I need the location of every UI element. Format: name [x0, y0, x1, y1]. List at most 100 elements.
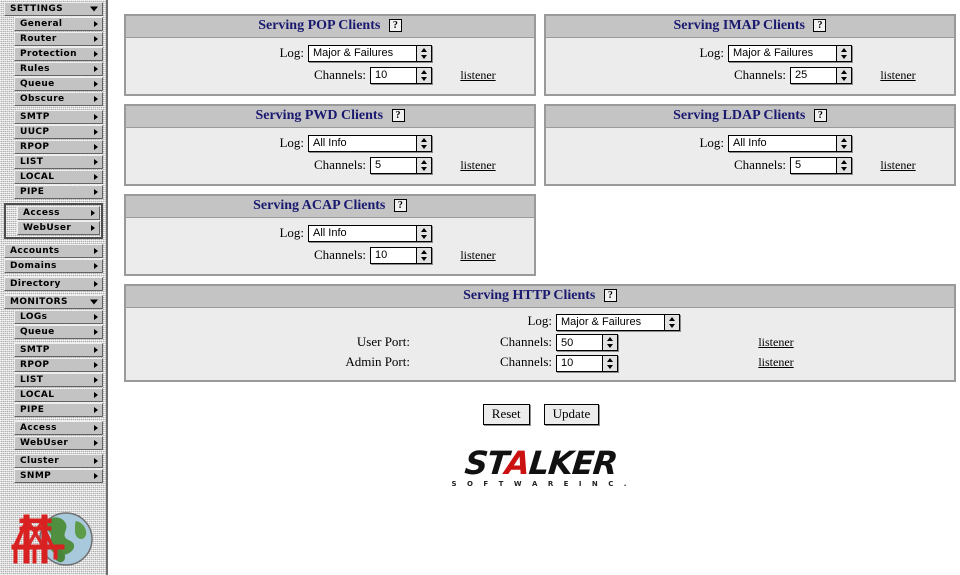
sidebar-item-general[interactable]: General: [14, 17, 103, 31]
sidebar-item-label: SMTP: [20, 345, 50, 355]
imap-log-value: Major & Failures: [733, 47, 814, 59]
sidebar-item-rules[interactable]: Rules: [14, 62, 103, 76]
panel-http-body: Log: Major & Failures User Port: Channel…: [126, 308, 954, 380]
sidebar-item-smtp[interactable]: SMTP: [14, 110, 103, 124]
sidebar-item-local[interactable]: LOCAL: [14, 388, 103, 402]
update-button[interactable]: Update: [543, 403, 600, 425]
sidebar-item-snmp[interactable]: SNMP: [14, 469, 103, 483]
acap-listener-link[interactable]: listener: [460, 248, 496, 262]
acap-log-select[interactable]: All Info: [308, 224, 432, 242]
stalker-software-logo: STALKER S O F T W A R E I N C .: [124, 443, 958, 488]
sidebar-item-logs[interactable]: LOGs: [14, 310, 103, 324]
sidebar-item-access[interactable]: Access: [17, 206, 100, 220]
ldap-listener-link[interactable]: listener: [880, 158, 916, 172]
chevron-updown-icon: [416, 225, 431, 241]
panel-imap-title: Serving IMAP Clients: [673, 18, 805, 33]
sidebar-item-settings[interactable]: SETTINGS: [4, 2, 103, 16]
chevron-right-icon: [94, 377, 98, 383]
http-user-channels-label: Channels:: [500, 333, 552, 349]
help-icon[interactable]: ?: [813, 19, 827, 33]
help-icon[interactable]: ?: [813, 109, 827, 123]
sidebar-item-label: MONITORS: [10, 297, 68, 307]
pwd-listener-link[interactable]: listener: [460, 158, 496, 172]
panel-imap-header: Serving IMAP Clients ?: [546, 16, 954, 38]
help-icon[interactable]: ?: [391, 109, 405, 123]
sidebar-item-webuser[interactable]: WebUser: [14, 436, 103, 450]
panel-pop: Serving POP Clients ? Log: Major & Failu…: [124, 14, 536, 96]
chevron-right-icon: [94, 458, 98, 464]
help-icon[interactable]: ?: [393, 199, 407, 213]
acap-channels-select[interactable]: 10: [370, 246, 432, 264]
pwd-log-row: Log: All Info: [136, 132, 524, 154]
sidebar-item-access[interactable]: Access: [14, 421, 103, 435]
panel-ldap-header: Serving LDAP Clients ?: [546, 106, 954, 128]
imap-channels-select[interactable]: 25: [790, 66, 852, 84]
sidebar-item-rpop[interactable]: RPOP: [14, 358, 103, 372]
pop-channels-value: 10: [375, 69, 388, 81]
sidebar-item-queue[interactable]: Queue: [14, 325, 103, 339]
ldap-channels-select[interactable]: 5: [790, 156, 852, 174]
sidebar-item-smtp[interactable]: SMTP: [14, 343, 103, 357]
imap-channels-row: Channels: 25 listener: [556, 64, 944, 86]
chevron-right-icon: [94, 159, 98, 165]
http-admin-listener-link[interactable]: listener: [758, 355, 794, 370]
imap-channels-value: 25: [795, 69, 808, 81]
pwd-log-select[interactable]: All Info: [308, 134, 432, 152]
sidebar-item-queue[interactable]: Queue: [14, 77, 103, 91]
chevron-right-icon: [94, 473, 98, 479]
sidebar-item-directory[interactable]: Directory: [4, 277, 103, 291]
sidebar-item-router[interactable]: Router: [14, 32, 103, 46]
chevron-right-icon: [94, 281, 98, 287]
chevron-right-icon: [94, 347, 98, 353]
sidebar-item-protection[interactable]: Protection: [14, 47, 103, 61]
http-log-select[interactable]: Major & Failures: [556, 313, 680, 331]
pwd-channels-select[interactable]: 5: [370, 156, 432, 174]
http-admin-channels-select[interactable]: 10: [556, 354, 618, 372]
sidebar-item-domains[interactable]: Domains: [4, 259, 103, 273]
http-user-channels-select[interactable]: 50: [556, 334, 618, 351]
pop-listener-link[interactable]: listener: [460, 68, 496, 82]
panel-acap-header: Serving ACAP Clients ?: [126, 196, 534, 218]
sidebar-item-pipe[interactable]: PIPE: [14, 185, 103, 199]
reset-button[interactable]: Reset: [482, 403, 530, 425]
sidebar-item-uucp[interactable]: UUCP: [14, 125, 103, 139]
chevron-right-icon: [94, 114, 98, 120]
sidebar-item-webuser[interactable]: WebUser: [17, 221, 100, 235]
ldap-channels-label: Channels:: [734, 157, 786, 172]
http-user-listener-link[interactable]: listener: [758, 334, 794, 349]
sidebar-item-cluster[interactable]: Cluster: [14, 454, 103, 468]
http-log-cell: Major & Failures: [556, 312, 706, 331]
acap-log-value: All Info: [313, 227, 347, 239]
sidebar-item-label: SNMP: [20, 471, 52, 481]
stalker-word-part2: LKER: [527, 443, 619, 482]
sidebar-item-local[interactable]: LOCAL: [14, 170, 103, 184]
sidebar-item-accounts[interactable]: Accounts: [4, 244, 103, 258]
chevron-right-icon: [94, 51, 98, 57]
pop-channels-select[interactable]: 10: [370, 66, 432, 84]
ldap-log-select[interactable]: All Info: [728, 134, 852, 152]
pop-log-select[interactable]: Major & Failures: [308, 44, 432, 62]
sidebar-item-monitors[interactable]: MONITORS: [4, 295, 103, 309]
sidebar-item-rpop[interactable]: RPOP: [14, 140, 103, 154]
pwd-channels-value: 5: [375, 159, 382, 171]
chevron-updown-icon: [836, 157, 851, 173]
chevron-right-icon: [94, 329, 98, 335]
imap-log-select[interactable]: Major & Failures: [728, 44, 852, 62]
chevron-updown-icon: [836, 67, 851, 83]
panel-http: Serving HTTP Clients ? Log: Major & Fail…: [124, 284, 956, 382]
panel-acap-title: Serving ACAP Clients: [253, 198, 386, 213]
communigate-bridge-globe-logo: [6, 499, 102, 571]
help-icon[interactable]: ?: [603, 289, 617, 303]
sidebar-item-label: Domains: [10, 261, 57, 271]
sidebar-item-list[interactable]: LIST: [14, 155, 103, 169]
help-icon[interactable]: ?: [388, 19, 402, 33]
sidebar-item-pipe[interactable]: PIPE: [14, 403, 103, 417]
sidebar-item-list[interactable]: LIST: [14, 373, 103, 387]
sidebar-item-label: Cluster: [20, 456, 60, 466]
http-admin-port-label: Admin Port:: [345, 354, 410, 370]
sidebar-item-obscure[interactable]: Obscure: [14, 92, 103, 106]
imap-listener-link[interactable]: listener: [880, 68, 916, 82]
